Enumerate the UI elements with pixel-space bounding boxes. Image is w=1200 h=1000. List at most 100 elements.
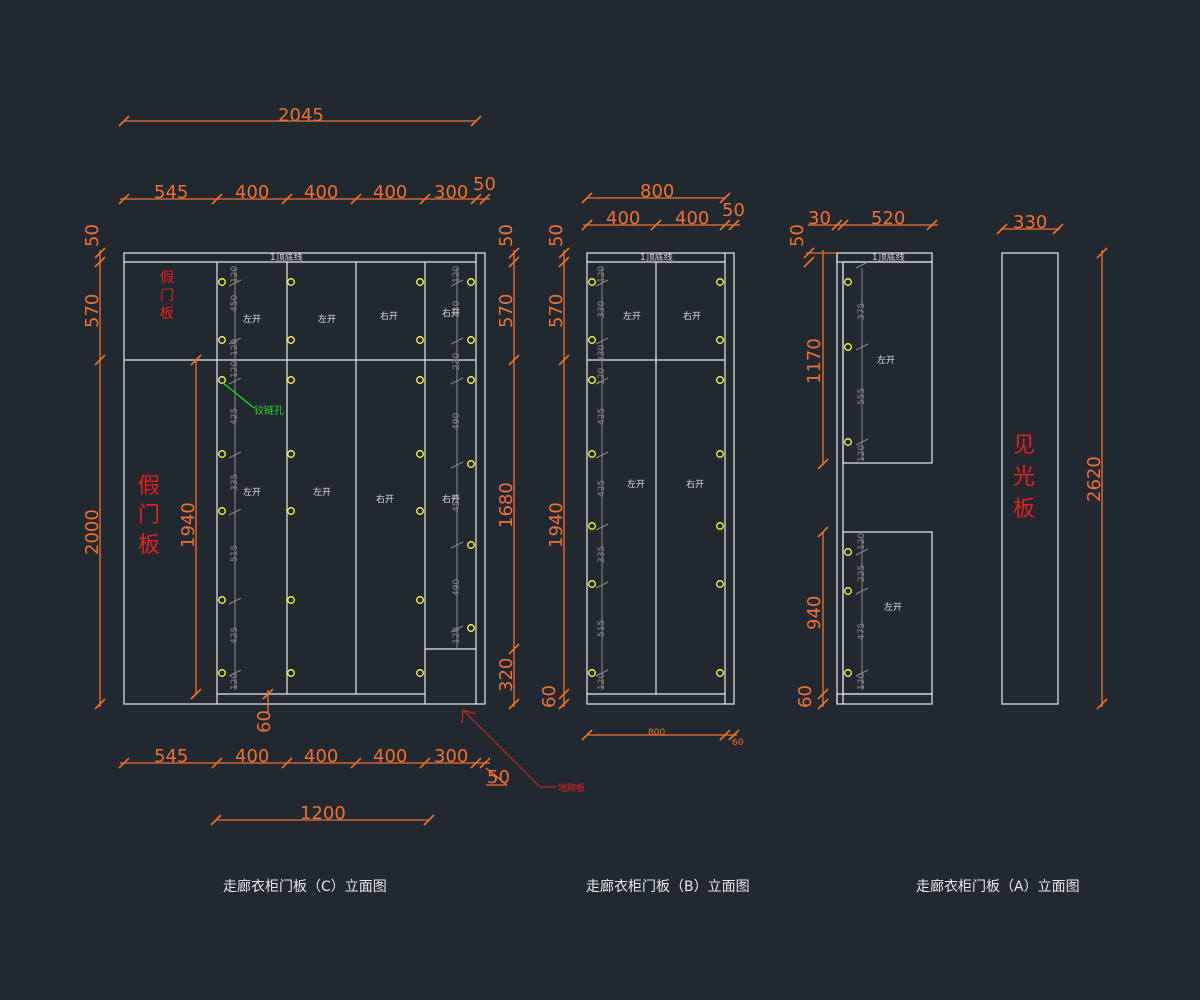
hinge-mark [588, 376, 596, 384]
top-strip-label: 1顶底线 [270, 251, 303, 263]
door-label: 右开 [376, 493, 394, 505]
hinge-mark [416, 669, 424, 677]
caption-c: 走廊衣柜门板（C）立面图 [223, 878, 387, 895]
hinge-hole-leader [221, 381, 255, 409]
dim-left-50: 50 [82, 224, 103, 247]
hinge-marks-b [588, 278, 724, 677]
hinge-dim-c-r6: 490 [452, 579, 462, 596]
hinge-mark [287, 669, 295, 677]
door-label: 右开 [380, 310, 398, 322]
dim-400a: 400 [235, 182, 269, 203]
dim-side-2620: 2620 [1084, 456, 1105, 502]
hinge-dim-c-r7: 120 [452, 627, 462, 644]
hinge-dim-c-r4: 490 [452, 413, 462, 430]
hinge-mark [218, 450, 226, 458]
dim-b545: 545 [154, 746, 188, 767]
cabinet-c-outline [123, 252, 486, 705]
dim-b400c: 400 [373, 746, 407, 767]
dim-inner-1940: 1940 [178, 502, 199, 548]
door-label: 左开 [313, 486, 331, 498]
door-label: 右开 [442, 493, 460, 505]
hinge-dim-a-5: 225 [857, 565, 867, 582]
dim-b300: 300 [434, 746, 468, 767]
hinge-mark [716, 376, 724, 384]
hinge-mark [716, 522, 724, 530]
hinge-mark [716, 278, 724, 286]
dim-545: 545 [154, 182, 188, 203]
hinge-mark [588, 278, 596, 286]
dim-b50: 50 [487, 767, 510, 788]
hinge-dim-a-2: 555 [857, 388, 867, 405]
dim-total-width: 2045 [278, 105, 324, 126]
hinge-mark [416, 450, 424, 458]
dim-side-330: 330 [1013, 212, 1047, 233]
kick-board-label: 地脚板 [558, 782, 585, 794]
door-label: 左开 [623, 310, 641, 322]
fake-door-main-label-2: 门 [138, 503, 160, 528]
dim-right-320: 320 [496, 658, 517, 692]
hinge-mark [287, 336, 295, 344]
hinge-mark [287, 278, 295, 286]
fake-door-main-label-1: 假 [138, 474, 160, 499]
dim-bottom-60: 60 [254, 710, 275, 733]
hinge-marks-a [844, 278, 852, 677]
side-panel-label-2: 光 [1013, 465, 1035, 490]
hinge-mark [218, 596, 226, 604]
hinge-mark [287, 507, 295, 515]
hinge-mark [844, 438, 852, 446]
top-strip-label: 1顶底线 [872, 251, 905, 263]
fake-door-top-label-3: 板 [160, 306, 174, 322]
dim-a-30: 30 [808, 208, 831, 229]
dim-b-left-1940: 1940 [546, 502, 567, 548]
dim-b-left-50: 50 [546, 224, 567, 247]
door-label: 左开 [243, 313, 261, 325]
hinge-dim-b-2: 330 [597, 301, 607, 318]
dim-a-520: 520 [871, 208, 905, 229]
hinge-mark [716, 669, 724, 677]
elevation-c: 1顶底线 120 450 120 120 425 335 515 425 120… [82, 105, 585, 895]
hinge-mark [287, 450, 295, 458]
hinge-mark [467, 278, 475, 286]
dim-b400b: 400 [304, 746, 338, 767]
dim-b-400b: 400 [675, 208, 709, 229]
hinge-mark [588, 450, 596, 458]
door-label: 右开 [683, 310, 701, 322]
hinge-ticks-left [228, 279, 242, 677]
hinge-dim-c-6: 335 [230, 474, 240, 491]
hinge-dim-a-1: 375 [857, 303, 867, 320]
fake-door-top-label-1: 假 [160, 270, 174, 286]
side-panel-label-3: 板 [1013, 497, 1035, 522]
kick-strip [836, 693, 933, 705]
dim-a-left-1170: 1170 [804, 338, 825, 384]
dim-b-bottom-800: 800 [648, 728, 665, 738]
dim-b50-leader [485, 767, 508, 786]
hinge-mark [844, 278, 852, 286]
dim-300: 300 [434, 182, 468, 203]
hinge-dim-c-2: 450 [230, 295, 240, 312]
hinge-dim-a-7: 120 [857, 673, 867, 690]
hinge-mark [287, 376, 295, 384]
hinge-mark [416, 278, 424, 286]
top-strip-label: 1顶底线 [640, 251, 673, 263]
door-label: 右开 [442, 307, 460, 319]
dim-b400a: 400 [235, 746, 269, 767]
hinge-dim-b-6: 425 [597, 480, 607, 497]
hinge-mark [218, 278, 226, 286]
hinge-dim-c-4: 120 [230, 361, 240, 378]
fake-door-main-label-3: 板 [138, 533, 160, 558]
hinge-mark [844, 669, 852, 677]
hinge-dim-c-r2: 330 [452, 301, 462, 318]
hinge-dim-c-9: 120 [230, 673, 240, 690]
hinge-mark [416, 336, 424, 344]
hinge-mark [218, 376, 226, 384]
dim-right-50: 50 [496, 224, 517, 247]
hinge-mark [218, 507, 226, 515]
hinge-dim-b-5: 425 [597, 408, 607, 425]
hinge-mark [588, 336, 596, 344]
dim-a-left-60: 60 [795, 685, 816, 708]
door-label: 左开 [877, 354, 895, 366]
hinge-mark [416, 507, 424, 515]
hinge-dim-a-6: 475 [857, 623, 867, 640]
dim-b-left-60: 60 [539, 685, 560, 708]
dim-b-400a: 400 [606, 208, 640, 229]
